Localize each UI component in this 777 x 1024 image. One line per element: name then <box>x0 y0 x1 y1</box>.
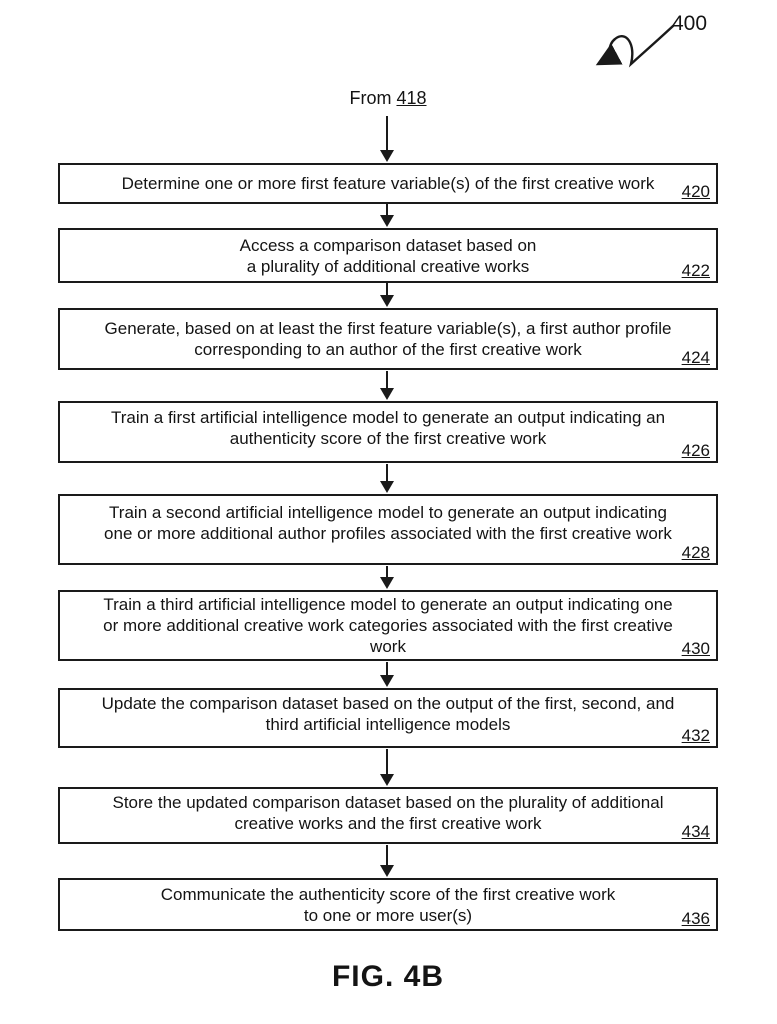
step-ref-424: 424 <box>681 348 710 367</box>
step-text-432: Update the comparison dataset based on t… <box>101 694 675 734</box>
step-box-428: Train a second artificial intelligence m… <box>58 494 718 565</box>
flow-arrow <box>380 749 394 786</box>
step-box-424: Generate, based on at least the first fe… <box>58 308 718 370</box>
step-text-430: Train a third artificial intelligence mo… <box>103 595 673 656</box>
step-box-420: Determine one or more first feature vari… <box>58 163 718 204</box>
step-text-426: Train a first artificial intelligence mo… <box>110 408 666 448</box>
flow-arrow <box>380 845 394 877</box>
step-ref-434: 434 <box>681 822 710 841</box>
step-box-436: Communicate the authenticity score of th… <box>58 878 718 931</box>
step-ref-430: 430 <box>681 639 710 658</box>
step-ref-426: 426 <box>681 441 710 460</box>
from-label-ref: 418 <box>396 88 427 108</box>
flow-arrow <box>380 204 394 227</box>
step-ref-428: 428 <box>681 543 710 562</box>
step-ref-422: 422 <box>681 261 710 280</box>
step-box-422: Access a comparison dataset based on a p… <box>58 228 718 283</box>
flow-arrow <box>380 566 394 589</box>
step-text-424: Generate, based on at least the first fe… <box>104 319 672 359</box>
step-ref-420: 420 <box>681 182 710 201</box>
step-box-434: Store the updated comparison dataset bas… <box>58 787 718 844</box>
step-text-428: Train a second artificial intelligence m… <box>104 502 672 543</box>
step-text-420: Determine one or more first feature vari… <box>121 174 655 193</box>
step-ref-436: 436 <box>681 909 710 928</box>
flow-arrow <box>380 464 394 493</box>
flow-arrow <box>380 662 394 687</box>
step-box-432: Update the comparison dataset based on t… <box>58 688 718 748</box>
step-box-426: Train a first artificial intelligence mo… <box>58 401 718 463</box>
step-text-434: Store the updated comparison dataset bas… <box>112 792 664 833</box>
figure-caption: FIG. 4B <box>331 960 444 993</box>
flow-arrow <box>380 283 394 307</box>
step-text-436: Communicate the authenticity score of th… <box>160 884 616 925</box>
step-ref-432: 432 <box>681 726 710 745</box>
figure-reference-number: 400 <box>672 12 708 35</box>
step-box-430: Train a third artificial intelligence mo… <box>58 590 718 661</box>
from-label-prefix: From <box>349 88 392 108</box>
step-text-422: Access a comparison dataset based on a p… <box>239 235 537 276</box>
flow-arrow <box>380 371 394 400</box>
flow-arrow <box>380 116 394 162</box>
figure-pointer-squiggle-arrow-icon <box>595 24 675 68</box>
